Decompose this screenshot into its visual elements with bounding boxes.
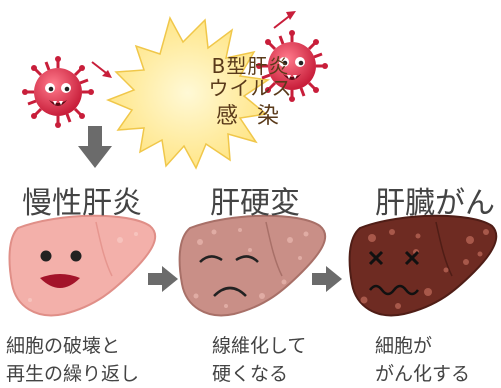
caption-line: がん化する: [375, 363, 471, 385]
virus-icon: [256, 30, 328, 102]
down-arrow-icon: [78, 126, 112, 168]
liver-eye: [199, 255, 223, 263]
caption-line: 硬くなる: [212, 363, 289, 385]
virus-motion-arrowhead: [286, 11, 296, 20]
liver-mouth: [369, 284, 419, 296]
liver-eye: [40, 250, 52, 262]
infection-label-line2: ウイルス: [208, 76, 293, 100]
stage-title-chronic-hepatitis: 慢性肝炎: [22, 186, 142, 221]
liver-chronic-hepatitis: [8, 214, 157, 317]
right-arrow-icon: [148, 266, 178, 292]
liver-eye: [70, 250, 82, 262]
caption-line: 再生の繰り返し: [6, 363, 140, 385]
virus-icon: [22, 56, 94, 128]
right-arrow-icon: [312, 266, 342, 292]
caption-cirrhosis: 線維化して 硬くなる: [212, 332, 306, 388]
infection-label-line3: 感 染: [216, 104, 285, 129]
liver-eye: [235, 255, 259, 263]
virus-motion-arrowhead: [102, 70, 112, 78]
stage-title-liver-cancer: 肝臓がん: [375, 186, 495, 221]
infection-burst: [105, 16, 271, 170]
stage-title-cirrhosis: 肝硬変: [210, 186, 300, 221]
caption-liver-cancer: 細胞が がん化する: [375, 332, 470, 388]
caption-line: 細胞の破壊と: [6, 335, 121, 357]
caption-line: 線維化して: [212, 335, 307, 357]
caption-line: 細胞が: [375, 335, 433, 357]
liver-eye: [404, 250, 420, 266]
liver-cancer: [348, 214, 498, 317]
infection-label-line1: B型肝炎: [211, 54, 290, 78]
liver-eye: [368, 250, 384, 266]
liver-cirrhosis: [178, 214, 327, 317]
liver-mouth: [40, 274, 80, 288]
liver-mouth: [213, 286, 247, 297]
caption-chronic-hepatitis: 細胞の破壊と 再生の繰り返し: [6, 332, 139, 388]
